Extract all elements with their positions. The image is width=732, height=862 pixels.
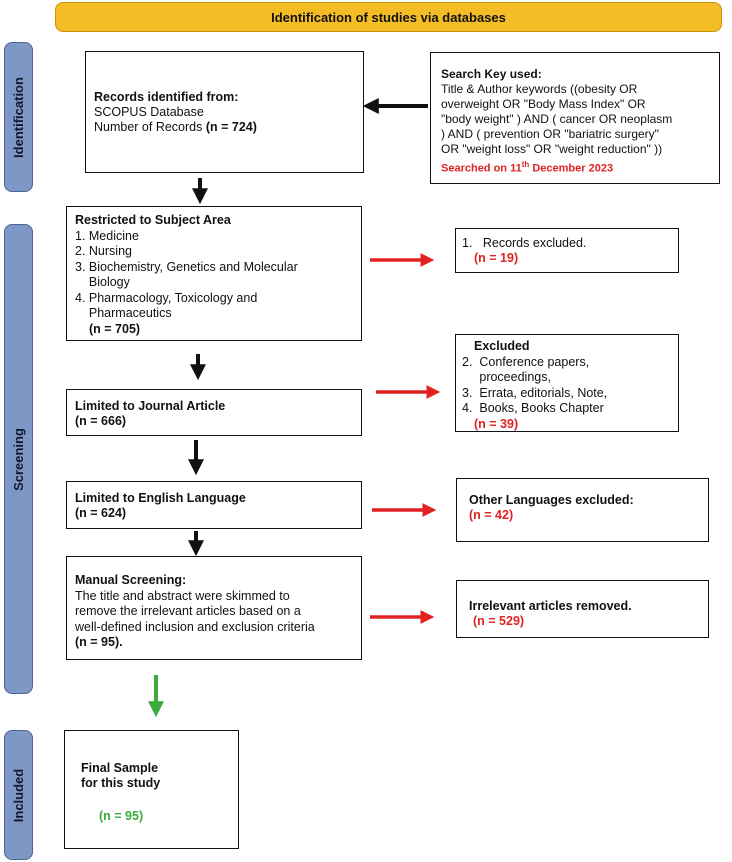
irrelevant-count: (n = 529) — [473, 614, 525, 628]
search-date: Searched on 11th December 2023 — [441, 157, 711, 177]
records-count-line: Number of Records (n = 724) — [94, 120, 355, 135]
manual-title: Manual Screening: — [75, 573, 187, 587]
final-count: (n = 95) — [99, 809, 144, 823]
subject-item: 2. Nursing — [75, 244, 132, 258]
phase-screening: Screening — [4, 224, 33, 694]
records-identified-box: Records identified from: SCOPUS Database… — [85, 51, 364, 173]
final-line1: Final Sample — [81, 761, 159, 775]
manual-screening-box: Manual Screening: The title and abstract… — [66, 556, 362, 660]
excluded-types-title: Excluded — [474, 339, 530, 353]
irrelevant-title: Irrelevant articles removed. — [469, 599, 632, 613]
records-excluded-count: (n = 19) — [474, 251, 519, 265]
journal-title: Limited to Journal Article — [75, 399, 226, 413]
diagram-header: Identification of studies via databases — [55, 2, 722, 32]
other-languages-box: Other Languages excluded: (n = 42) — [456, 478, 709, 542]
irrelevant-removed-box: Irrelevant articles removed. (n = 529) — [456, 580, 709, 638]
header-title: Identification of studies via databases — [271, 9, 506, 25]
manual-line: The title and abstract were skimmed to — [75, 588, 290, 603]
manual-line: well-defined inclusion and exclusion cri… — [75, 619, 315, 634]
subject-title: Restricted to Subject Area — [75, 213, 231, 227]
search-key-line: Title & Author keywords ((obesity OR — [441, 82, 638, 96]
records-excluded-box: 1. Records excluded. (n = 19) — [455, 228, 679, 273]
search-key-title: Search Key used: — [441, 67, 542, 81]
records-count: (n = 724) — [205, 120, 257, 134]
subject-item: 1. Medicine — [75, 228, 139, 243]
records-title: Records identified from: — [94, 90, 239, 104]
search-key-line: OR "weight loss" OR "weight reduction" )… — [441, 142, 663, 156]
excluded-types-count: (n = 39) — [474, 416, 519, 431]
journal-article-box: Limited to Journal Article (n = 666) — [66, 389, 362, 436]
subject-count: (n = 705) — [89, 321, 141, 336]
search-date-prefix: Searched on 11 — [441, 162, 522, 175]
subject-area-box: Restricted to Subject Area 1. Medicine 2… — [66, 206, 362, 341]
subject-item: 4. Pharmacology, Toxicology and — [75, 290, 258, 305]
excluded-type-item: 2. Conference papers, — [462, 354, 590, 369]
records-excluded-text: 1. Records excluded. — [462, 236, 587, 250]
manual-count: (n = 95). — [75, 635, 123, 649]
subject-item: Biology — [75, 275, 130, 289]
final-sample-box: Final Sample for this study (n = 95) — [64, 730, 239, 849]
search-key-line: "body weight" ) AND ( cancer OR neoplasm — [441, 112, 673, 126]
journal-count: (n = 666) — [75, 414, 127, 428]
excluded-type-item: proceedings, — [462, 370, 551, 384]
records-source: SCOPUS Database — [94, 105, 204, 119]
other-languages-title: Other Languages excluded: — [469, 493, 634, 507]
other-languages-count: (n = 42) — [469, 508, 514, 522]
search-date-sup: th — [521, 160, 530, 169]
english-count: (n = 624) — [75, 506, 127, 520]
excluded-type-item: 4. Books, Books Chapter — [462, 401, 604, 415]
excluded-types-box: Excluded 2. Conference papers, proceedin… — [455, 334, 679, 432]
subject-item: Pharmaceutics — [75, 306, 172, 320]
english-language-box: Limited to English Language (n = 624) — [66, 481, 362, 529]
search-key-line: ) AND ( prevention OR "bariatric surgery… — [441, 127, 659, 141]
search-key-line: overweight OR "Body Mass Index" OR — [441, 97, 646, 111]
records-count-prefix: Number of Records — [94, 120, 206, 134]
excluded-type-item: 3. Errata, editorials, Note, — [462, 385, 608, 400]
search-key-box: Search Key used: Title & Author keywords… — [430, 52, 720, 184]
manual-line: remove the irrelevant articles based on … — [75, 604, 301, 618]
phase-included: Included — [4, 730, 33, 860]
english-title: Limited to English Language — [75, 491, 246, 505]
phase-identification: Identification — [4, 42, 33, 192]
subject-item: 3. Biochemistry, Genetics and Molecular — [75, 259, 298, 274]
final-line2: for this study — [81, 776, 161, 790]
search-date-suffix: December 2023 — [529, 162, 614, 175]
